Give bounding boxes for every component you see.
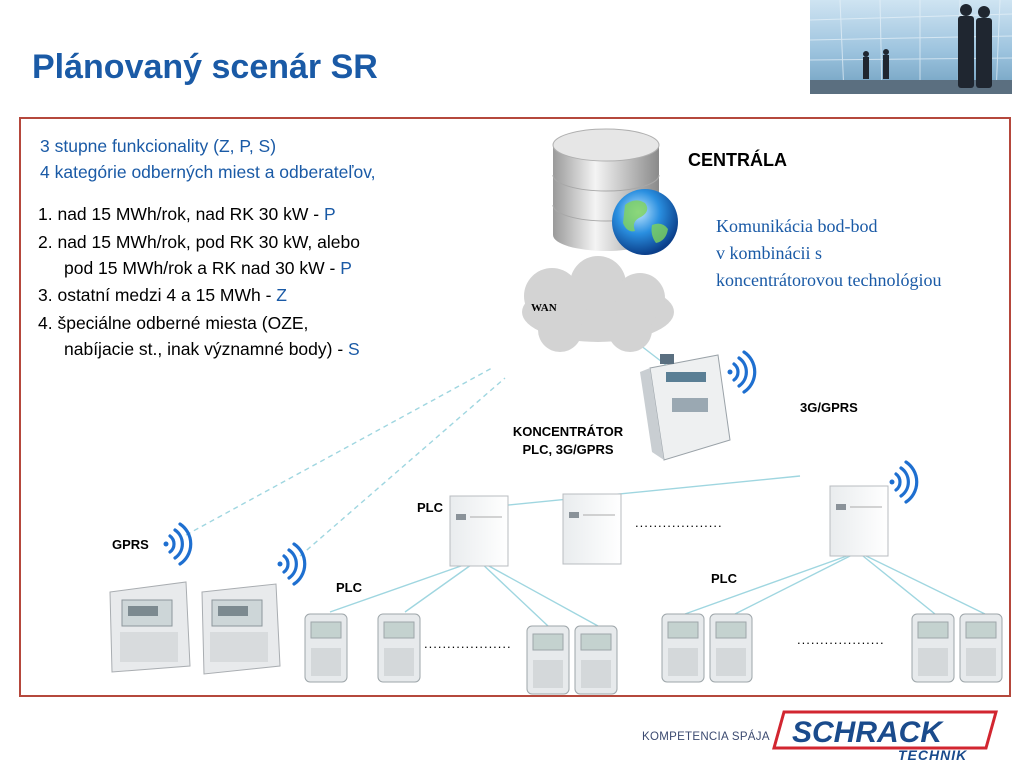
small-meter-6 (709, 613, 753, 683)
ellipsis-1: ................... (635, 515, 723, 530)
category-3-level: Z (276, 285, 287, 305)
page-title: Plánovaný scenár SR (32, 48, 378, 86)
wifi-icon-right-bridge (889, 460, 919, 504)
category-4-line-1: 4. špeciálne odberné miesta (OZE, (38, 313, 309, 333)
communication-note-line-1: Komunikácia bod-bod (716, 216, 878, 236)
schrack-logo-mark: SCHRACK TECHNIK (772, 710, 998, 763)
ellipsis-3: ................... (797, 632, 885, 647)
category-2-level: P (340, 258, 352, 278)
central-database-icon (552, 128, 660, 251)
intro-line-1: 3 stupne funkcionality (Z, P, S) (40, 136, 277, 156)
concentrator-device-icon (640, 354, 731, 461)
schrack-logo: SCHRACK TECHNIK (770, 708, 1000, 764)
category-1: 1. nad 15 MWh/rok, nad RK 30 kW - P (38, 204, 336, 224)
logo-brand-main: SCHRACK (792, 716, 944, 749)
category-4-line-2: nabíjacie st., inak významné body) - S (64, 339, 360, 359)
photo-illustration (810, 0, 1012, 94)
category-2-line-2: pod 15 MWh/rok a RK nad 30 kW - P (64, 258, 352, 278)
category-2-line-1: 2. nad 15 MWh/rok, pod RK 30 kW, alebo (38, 232, 360, 252)
business-people-photo (810, 0, 1012, 94)
category-4-level: S (348, 339, 360, 359)
category-1-level: P (323, 204, 336, 224)
small-meter-1 (304, 613, 348, 683)
small-meter-5 (661, 613, 705, 683)
central-label: CENTRÁLA (688, 150, 787, 170)
wifi-icon-concentrator (727, 350, 757, 394)
plc-bridge-box-2 (562, 493, 622, 565)
plc-bridge-box-3 (829, 485, 889, 557)
plc-label-3: PLC (711, 571, 737, 586)
wifi-icon-gprs-1 (163, 522, 193, 566)
wan-label: WAN (531, 302, 557, 314)
concentrator-label-line-2: PLC, 3G/GPRS (522, 442, 614, 457)
ellipsis-2: ................... (424, 636, 512, 651)
small-meter-4 (574, 625, 618, 695)
plc-label-1: PLC (417, 500, 443, 515)
small-meter-8 (959, 613, 1003, 683)
logo-brand-sub: TECHNIK (898, 747, 967, 763)
intro-line-2: 4 kategórie odberných miest a odberateľo… (40, 162, 376, 182)
concentrator-label-line-1: KONCENTRÁTOR (512, 424, 624, 439)
small-meters (304, 613, 1003, 695)
smart-meter-large-2 (201, 583, 281, 675)
small-meter-7 (911, 613, 955, 683)
gprs-dashed-lines (185, 367, 506, 557)
diagram-frame (19, 117, 1011, 697)
communication-note-line-3: koncentrátorovou technológiou (716, 270, 942, 290)
wan-cloud-icon (522, 256, 674, 352)
connection-lines (329, 344, 986, 627)
category-3: 3. ostatní medzi 4 a 15 MWh - Z (38, 285, 287, 305)
gprs-3g-label: 3G/GPRS (800, 400, 858, 415)
smart-meter-large-1 (109, 581, 191, 673)
footer-tagline: KOMPETENCIA SPÁJA (642, 731, 770, 743)
globe-icon (612, 189, 678, 255)
gprs-label: GPRS (112, 537, 149, 552)
wifi-icon-gprs-2 (277, 542, 307, 586)
plc-bridge-box-1 (449, 495, 509, 567)
communication-note-line-2: v kombinácii s (716, 243, 822, 263)
plc-label-2: PLC (336, 580, 362, 595)
small-meter-2 (377, 613, 421, 683)
small-meter-3 (526, 625, 570, 695)
